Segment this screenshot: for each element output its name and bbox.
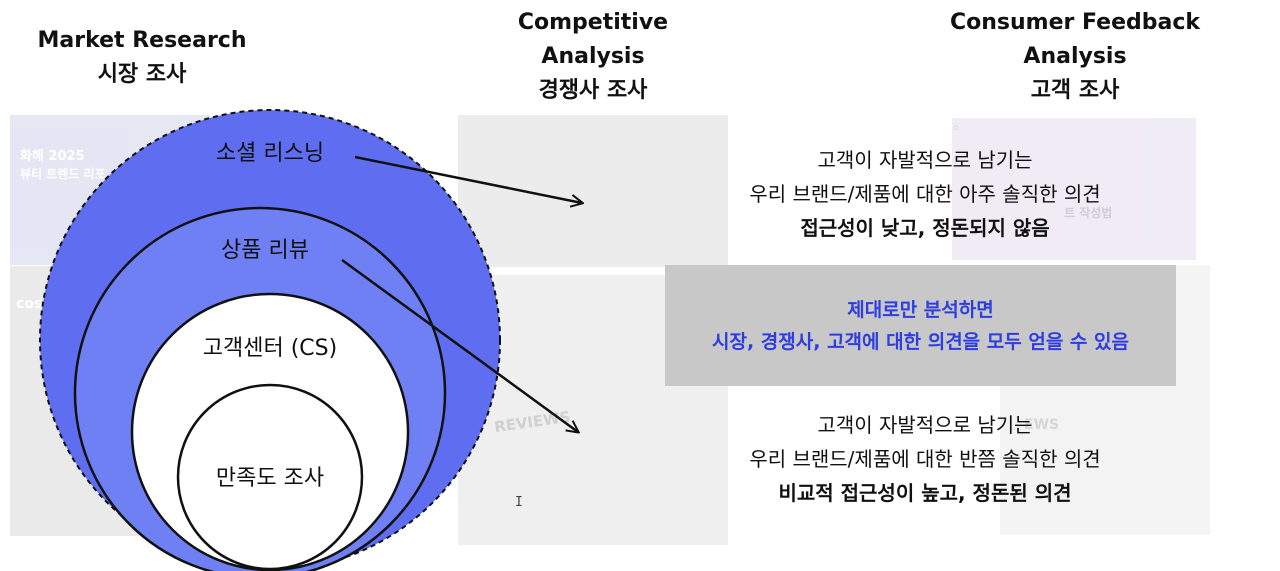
thumbnail-text: 뷰티 트렌드 리포 bbox=[20, 167, 106, 181]
header-ko: 고객 조사 bbox=[1030, 78, 1120, 103]
callout-box: 제대로만 분석하면 시장, 경쟁사, 고객에 대한 의견을 모두 얻을 수 있음 bbox=[665, 265, 1176, 386]
thumbnail-text: ◦ bbox=[952, 121, 961, 137]
label-customer-center: 고객센터 (CS) bbox=[202, 336, 338, 361]
description-line: 고객이 자발적으로 남기는 bbox=[817, 413, 1033, 437]
header-en: Analysis bbox=[541, 44, 645, 69]
header-ko: 경쟁사 조사 bbox=[538, 78, 648, 103]
arrow-social-to-top-description bbox=[354, 155, 582, 203]
description-line-bold: 접근성이 낮고, 정돈되지 않음 bbox=[800, 216, 1050, 240]
label-social-listening: 소셜 리스닝 bbox=[215, 141, 325, 166]
header-en: Market Research bbox=[37, 28, 247, 53]
header-competitive-analysis: Competitive Analysis 경쟁사 조사 bbox=[480, 6, 706, 108]
callout-line: 제대로만 분석하면 bbox=[847, 298, 994, 321]
label-product-review: 상품 리뷰 bbox=[221, 238, 309, 263]
arrow-review-to-bottom-description bbox=[341, 258, 578, 432]
description-line-bold: 비교적 접근성이 높고, 정돈된 의견 bbox=[778, 481, 1072, 505]
description-line: 우리 브랜드/제품에 대한 아주 솔직한 의견 bbox=[749, 182, 1101, 206]
header-en: Competitive bbox=[517, 10, 669, 35]
header-market-research: Market Research 시장 조사 bbox=[22, 24, 262, 92]
background-thumbnail-shop bbox=[458, 115, 728, 267]
thumbnail-text: EWS bbox=[1024, 417, 1060, 433]
description-product-review: 고객이 자발적으로 남기는 우리 브랜드/제품에 대한 반쯤 솔직한 의견 비교… bbox=[660, 408, 1190, 510]
header-en: Consumer Feedback bbox=[949, 10, 1201, 35]
description-line: 고객이 자발적으로 남기는 bbox=[817, 148, 1033, 172]
header-consumer-feedback-analysis: Consumer Feedback Analysis 고객 조사 bbox=[935, 6, 1215, 108]
text-cursor-icon: I bbox=[515, 495, 523, 510]
header-ko: 시장 조사 bbox=[97, 62, 187, 87]
thumbnail-text: 화해 2025 bbox=[20, 149, 85, 164]
callout-line: 시장, 경쟁사, 고객에 대한 의견을 모두 얻을 수 있음 bbox=[712, 330, 1129, 353]
header-en: Analysis bbox=[1023, 44, 1127, 69]
label-satisfaction-survey: 만족도 조사 bbox=[215, 466, 325, 491]
description-social-listening: 고객이 자발적으로 남기는 우리 브랜드/제품에 대한 아주 솔직한 의견 접근… bbox=[660, 143, 1190, 245]
description-line: 우리 브랜드/제품에 대한 반쯤 솔직한 의견 bbox=[749, 447, 1101, 471]
thumbnail-text: 트 작성법 bbox=[1064, 206, 1113, 220]
circle-satisfaction-survey bbox=[176, 383, 364, 571]
background-thumbnail-review-guide: ◦ 트 작성법 bbox=[952, 118, 1196, 260]
